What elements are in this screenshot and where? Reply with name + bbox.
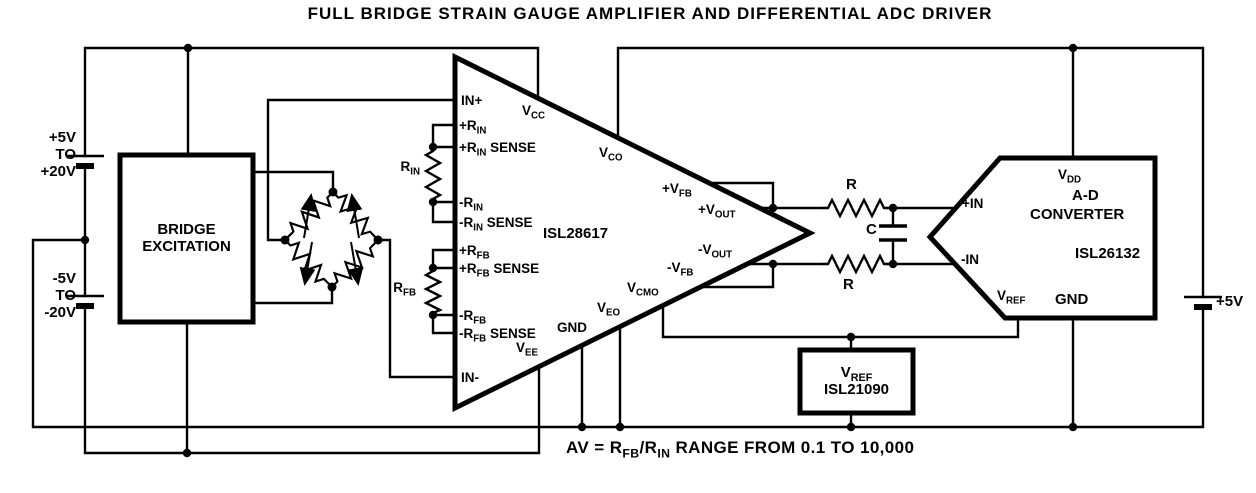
amp-pin-vout-plus: +VOUT [698, 202, 736, 221]
amp-pin-rin-plus-sense: +RIN SENSE [459, 140, 536, 159]
wires [31, 46, 1205, 455]
amp-pin-vout-minus: -VOUT [698, 242, 733, 261]
adc-pin-vref: VREF [997, 288, 1026, 307]
resistor-rin-symbol [423, 147, 443, 202]
amp-pin-rfb-minus: -RFB [459, 308, 487, 327]
amp-pin-in-minus: IN- [461, 370, 479, 385]
supply-left-positive-label: +5V TO +20V [40, 129, 76, 180]
adc-pin-in-plus: +IN [962, 196, 984, 211]
amp-pin-rfb-plus: +RFB [459, 243, 490, 262]
vref-box [797, 347, 916, 416]
amp-pin-veo: VEO [597, 300, 621, 319]
amp-pin-vcc: VCC [522, 103, 546, 122]
filter-capacitor-label: C [866, 221, 877, 238]
battery-5v-right-icon [1184, 295, 1222, 310]
amp-pin-rin-minus: -RIN [459, 195, 483, 214]
gauge-arrow-icon [300, 193, 317, 239]
amp-pin-vfb-plus: +VFB [662, 181, 692, 200]
vref-part-number: ISL21090 [823, 380, 890, 398]
resistor-rfb-symbol [423, 268, 443, 315]
battery-positive-supply-icon [66, 154, 104, 169]
rin-resistor-label: RIN [400, 159, 420, 178]
amp-pin-in-plus: IN+ [461, 93, 483, 108]
gauge-arrow-icon [346, 193, 363, 239]
capacitor-symbol [879, 224, 907, 242]
rfb-resistor-label: RFB [393, 280, 416, 299]
adc-pin-vdd: VDD [1058, 167, 1082, 186]
strain-gauge-bottom-right [331, 239, 379, 288]
adc-pin-gnd: GND [1055, 291, 1089, 308]
strain-gauge-top-left [284, 191, 334, 241]
adc-label-converter: CONVERTER [1030, 206, 1125, 223]
gain-formula: AV = RFB/RIN RANGE FROM 0.1 TO 10,000 [566, 438, 915, 461]
adc-block [926, 155, 1158, 321]
bridge-excitation-label: BRIDGE EXCITATION [142, 220, 231, 255]
vref-box-labels: VREF ISL21090 [800, 350, 913, 413]
amp-pin-vee: VEE [516, 340, 538, 359]
adc-pin-in-minus: -IN [961, 252, 979, 267]
amp-pin-vfb-minus: -VFB [667, 260, 694, 279]
amp-part-number: ISL28617 [543, 225, 609, 242]
adc-part-number: ISL26132 [1075, 245, 1141, 262]
amp-pin-rfb-plus-sense: +RFB SENSE [459, 261, 540, 280]
supply-right-label: +5V [1216, 293, 1244, 310]
battery-negative-supply-icon [66, 294, 104, 309]
gauge-arrow-icon [299, 241, 316, 286]
amp-pin-vcmo: VCMO [627, 280, 659, 299]
amp-pin-rfb-minus-sense: -RFB SENSE [459, 326, 536, 345]
vref-label: VREF [840, 363, 873, 384]
junction-dots [80, 43, 1078, 458]
adc-label-ad: A-D [1072, 187, 1099, 204]
amp-pin-vco: VCO [599, 145, 623, 164]
strain-gauge-bottom-left [284, 239, 333, 288]
amp-pin-gnd: GND [557, 320, 587, 335]
amp-pin-rin-minus-sense: -RIN SENSE [459, 215, 533, 234]
wheatstone-bridge [284, 191, 379, 288]
resistor-filter-top-symbol [823, 197, 888, 219]
bridge-excitation-box [117, 152, 256, 325]
amplifier-triangle [452, 52, 816, 413]
gauge-arrow-icon [347, 241, 364, 286]
filter-resistor-bottom-label: R [843, 276, 854, 293]
resistor-filter-bottom-symbol [823, 253, 888, 275]
filter-resistor-top-label: R [846, 176, 857, 193]
amp-pin-rin-plus: +RIN [459, 118, 487, 137]
supply-left-negative-label: -5V TO -20V [44, 270, 76, 321]
diagram-title: FULL BRIDGE STRAIN GAUGE AMPLIFIER AND D… [307, 4, 993, 23]
